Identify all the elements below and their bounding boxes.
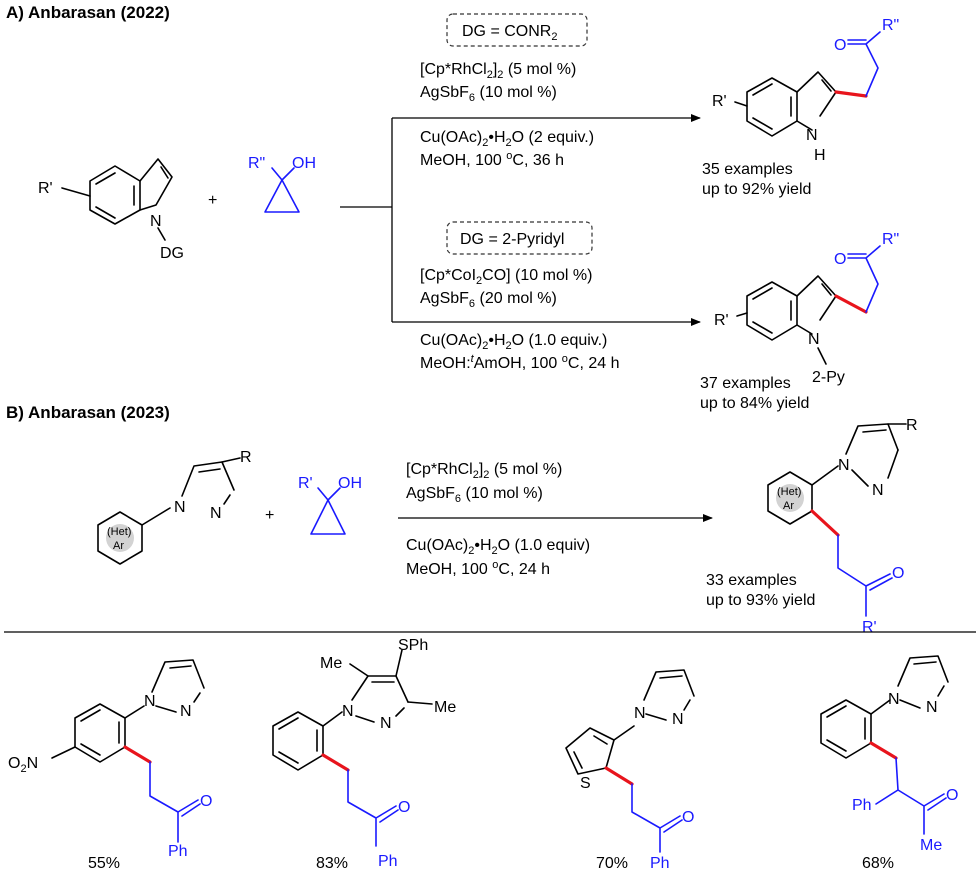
dg-box-pyridyl [446, 221, 593, 255]
svg-text:(Het): (Het) [777, 486, 801, 498]
svg-text:Ph: Ph [852, 797, 872, 814]
svg-text:O: O [946, 787, 958, 804]
product-upper-indole: N H R' O R" [712, 17, 899, 164]
svg-text:N: N [926, 699, 938, 716]
example-1-yield: 55% [88, 855, 120, 872]
svg-text:OH: OH [338, 475, 362, 492]
lower-oxidant: Cu(OAc)2•H2O (1.0 equiv.) [420, 332, 607, 352]
svg-text:Ph: Ph [378, 853, 398, 870]
b-solvent: MeOH, 100 oC, 24 h [406, 559, 550, 578]
svg-text:R: R [906, 417, 918, 434]
svg-text:O: O [834, 37, 846, 54]
svg-text:+: + [208, 192, 217, 209]
b-catalyst: [Cp*RhCl2]2 (5 mol %) [406, 461, 562, 481]
svg-text:up to 93% yield: up to 93% yield [706, 592, 815, 609]
svg-text:R": R" [882, 231, 899, 248]
b-additive: AgSbF6 (10 mol %) [406, 485, 543, 505]
svg-text:N: N [150, 213, 162, 230]
example-4: N N Ph O Me [820, 655, 958, 854]
svg-text:R': R' [712, 93, 727, 110]
svg-text:OH: OH [292, 155, 316, 172]
b-oxidant: Cu(OAc)2•H2O (1.0 equiv) [406, 537, 590, 557]
svg-text:Ph: Ph [650, 855, 670, 872]
svg-text:N: N [180, 703, 192, 720]
dg-label-pyridyl: DG = 2-Pyridyl [460, 231, 564, 248]
svg-text:N: N [806, 127, 818, 144]
svg-text:O: O [398, 799, 410, 816]
upper-catalyst: [Cp*RhCl2]2 (5 mol %) [420, 61, 576, 81]
svg-text:R': R' [714, 312, 729, 329]
svg-text:+: + [265, 507, 274, 524]
indole-substrate: R' N DG [38, 158, 184, 262]
svg-text:Ar: Ar [113, 540, 124, 552]
example-4-yield: 68% [862, 855, 894, 872]
product-lower-indole: N 2-Py R' O R" [714, 231, 899, 386]
example-3: S N N O Ph [565, 669, 695, 872]
svg-text:R": R" [248, 155, 265, 172]
lower-additive: AgSbF6 (20 mol %) [420, 290, 557, 310]
svg-text:Me: Me [320, 655, 342, 672]
lower-solvent: MeOH:tAmOH, 100 oC, 24 h [420, 353, 619, 372]
svg-text:SPh: SPh [398, 637, 428, 654]
svg-text:N: N [634, 705, 646, 722]
lower-catalyst: [Cp*CoI2CO] (10 mol %) [420, 267, 592, 287]
svg-text:Ar: Ar [783, 500, 794, 512]
svg-text:O: O [200, 793, 212, 810]
upper-additive: AgSbF6 (10 mol %) [420, 84, 557, 104]
svg-text:O: O [892, 565, 904, 582]
svg-text:N: N [838, 457, 850, 474]
svg-text:Me: Me [920, 837, 942, 854]
section-b-title: B) Anbarasan (2023) [6, 403, 170, 422]
svg-text:Ph: Ph [168, 843, 188, 860]
example-2: N N Me SPh Me O Ph [272, 637, 456, 870]
svg-text:37 examples: 37 examples [700, 375, 791, 392]
aryl-pyrazole-substrate: (Het) Ar N N R [97, 449, 252, 565]
svg-text:R': R' [298, 475, 313, 492]
svg-text:N: N [888, 691, 900, 708]
dg-box-conr2 [446, 13, 588, 47]
svg-text:(Het): (Het) [107, 526, 131, 538]
example-3-yield: 70% [596, 855, 628, 872]
svg-text:33 examples: 33 examples [706, 572, 797, 589]
svg-text:R': R' [862, 619, 877, 636]
upper-solvent: MeOH, 100 oC, 36 h [420, 150, 564, 169]
upper-oxidant: Cu(OAc)2•H2O (2 equiv.) [420, 129, 594, 149]
svg-text:DG: DG [160, 245, 184, 262]
svg-text:N: N [144, 693, 156, 710]
svg-text:N: N [872, 482, 884, 499]
product-b: (Het) Ar N N R O R' [767, 417, 918, 636]
svg-text:up to 84% yield: up to 84% yield [700, 395, 809, 412]
svg-text:R": R" [882, 17, 899, 34]
cyclopropanol-a: R" OH [248, 155, 316, 213]
svg-text:N: N [210, 505, 222, 522]
svg-text:2-Py: 2-Py [812, 369, 845, 386]
svg-text:N: N [174, 499, 186, 516]
svg-text:35 examples: 35 examples [702, 161, 793, 178]
svg-text:R: R [240, 449, 252, 466]
svg-text:R': R' [38, 180, 53, 197]
svg-text:N: N [380, 715, 392, 732]
section-a-title: A) Anbarasan (2022) [6, 3, 170, 22]
svg-text:O: O [834, 251, 846, 268]
svg-text:H: H [814, 147, 826, 164]
svg-text:N: N [808, 331, 820, 348]
dg-label-conr2: DG = CONR2 [462, 23, 557, 43]
nitro-label: O2N [8, 755, 38, 775]
svg-text:N: N [342, 703, 354, 720]
cyclopropanol-b: R' OH [298, 475, 362, 535]
svg-text:Me: Me [434, 699, 456, 716]
svg-text:O: O [682, 809, 694, 826]
svg-text:S: S [580, 775, 591, 792]
svg-text:up to 92% yield: up to 92% yield [702, 181, 811, 198]
example-1: N N O2N O Ph [8, 659, 212, 860]
example-2-yield: 83% [316, 855, 348, 872]
svg-text:N: N [672, 711, 684, 728]
